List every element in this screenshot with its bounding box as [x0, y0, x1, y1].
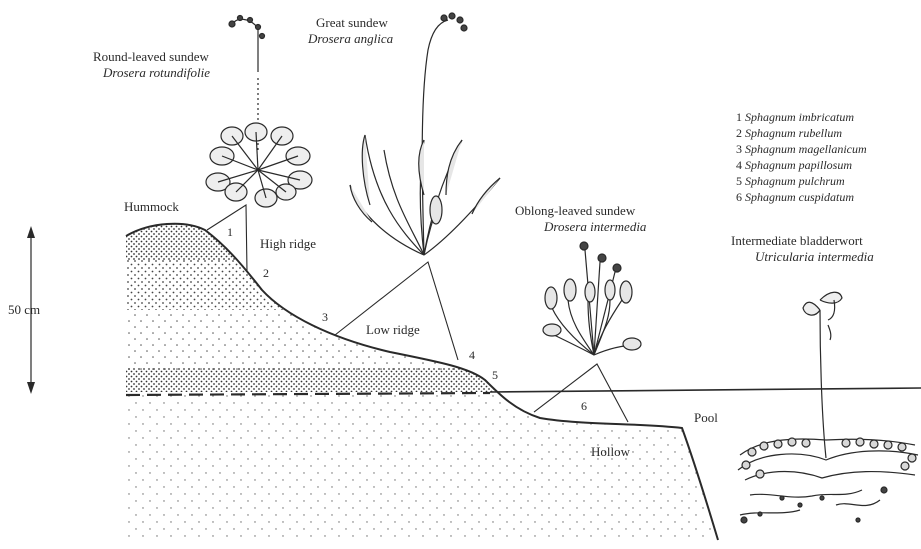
- legend-item: 5 Sphagnum pulchrum: [736, 174, 845, 188]
- legend-item: 4 Sphagnum papillosum: [736, 158, 852, 172]
- oblong-leaved-sundew-drawing: [543, 242, 641, 355]
- oblong-leaved-sundew-common: Oblong-leaved sundew: [515, 203, 635, 218]
- zone-label-low-ridge: Low ridge: [366, 322, 420, 337]
- pool-water-surface: [490, 388, 921, 392]
- bladderwort-drawing: [738, 292, 918, 523]
- legend-item: 6 Sphagnum cuspidatum: [736, 190, 854, 204]
- round-leaved-sundew-common: Round-leaved sundew: [93, 49, 209, 64]
- legend-item: 3 Sphagnum magellanicum: [736, 142, 867, 156]
- zone-label-hollow: Hollow: [591, 444, 630, 459]
- zone-label-pool: Pool: [694, 410, 718, 425]
- great-sundew-drawing: [350, 13, 500, 255]
- zone-label-hummock: Hummock: [124, 199, 179, 214]
- legend-item: 1 Sphagnum imbricatum: [736, 110, 854, 124]
- oblong-leaved-sundew-latin: Drosera intermedia: [544, 219, 646, 234]
- great-sundew-latin: Drosera anglica: [308, 31, 393, 46]
- scale-label: 50 cm: [8, 302, 40, 317]
- great-sundew-common: Great sundew: [316, 15, 388, 30]
- bladderwort-latin: Utricularia intermedia: [755, 249, 874, 264]
- position-number-2: 2: [263, 267, 269, 280]
- position-number-3: 3: [322, 311, 328, 324]
- round-leaved-sundew-drawing: [206, 16, 312, 208]
- zone-label-high-ridge: High ridge: [260, 236, 316, 251]
- position-number-4: 4: [469, 349, 475, 362]
- bladderwort-common: Intermediate bladderwort: [731, 233, 863, 248]
- position-number-1: 1: [227, 226, 233, 239]
- water-table-dashed: [126, 393, 490, 395]
- position-number-6: 6: [581, 400, 587, 413]
- round-leaved-sundew-latin: Drosera rotundifolie: [103, 65, 210, 80]
- legend-item: 2 Sphagnum rubellum: [736, 126, 842, 140]
- position-number-5: 5: [492, 369, 498, 382]
